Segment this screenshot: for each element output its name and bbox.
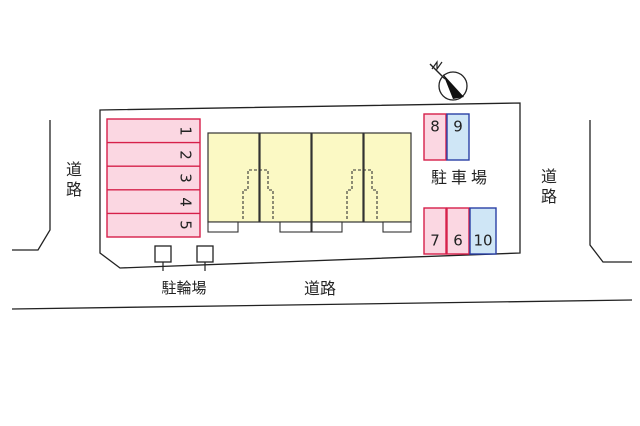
building-unit (311, 132, 364, 223)
bicycle-rack (154, 245, 172, 263)
left-parking-block (106, 118, 201, 238)
bicycle-parking-label: 駐輪場 (161, 279, 206, 297)
left-parking-spaces: 1 2 3 4 5 (106, 118, 201, 238)
parking-space-box (446, 207, 470, 255)
right-road-edge (589, 120, 632, 263)
parking-space-9: 9 (453, 118, 463, 136)
parking-label: 駐車場 (431, 168, 487, 187)
bottom-road-edge (11, 299, 633, 310)
entrance-step (311, 221, 343, 233)
entrance-step (279, 221, 312, 233)
left-road-label: 道路 (66, 160, 82, 199)
building-unit (207, 132, 260, 223)
left-road-edge (12, 120, 51, 251)
right-road-label: 道路 (541, 167, 557, 206)
bottom-right-parking-spaces: 7 6 10 (423, 207, 497, 255)
parking-space-box (423, 207, 447, 255)
parking-space-box (469, 207, 497, 255)
parking-space-10: 10 (473, 232, 492, 250)
bottom-road-label: 道路 (304, 279, 336, 298)
parking-space-6: 6 (453, 232, 463, 250)
entrance-step (207, 221, 239, 233)
entrance-step (382, 221, 412, 233)
bicycle-parking: 駐輪場 (154, 245, 214, 297)
parking-space-1: 1 (177, 126, 195, 136)
parking-space-3: 3 (177, 173, 195, 183)
bicycle-rack (196, 245, 214, 263)
north-arrow-icon (429, 60, 468, 101)
parking-space-7: 7 (430, 232, 440, 250)
parking-space-8: 8 (430, 118, 440, 136)
parking-space-box (423, 113, 447, 161)
parking-space-4: 4 (177, 197, 195, 207)
parking-space-box (446, 113, 470, 161)
building (207, 132, 412, 233)
parking-space-5: 5 (177, 220, 195, 230)
parking-space-2: 2 (177, 150, 195, 160)
building-unit (363, 132, 412, 223)
top-right-parking-spaces: 8 9 (423, 113, 470, 161)
